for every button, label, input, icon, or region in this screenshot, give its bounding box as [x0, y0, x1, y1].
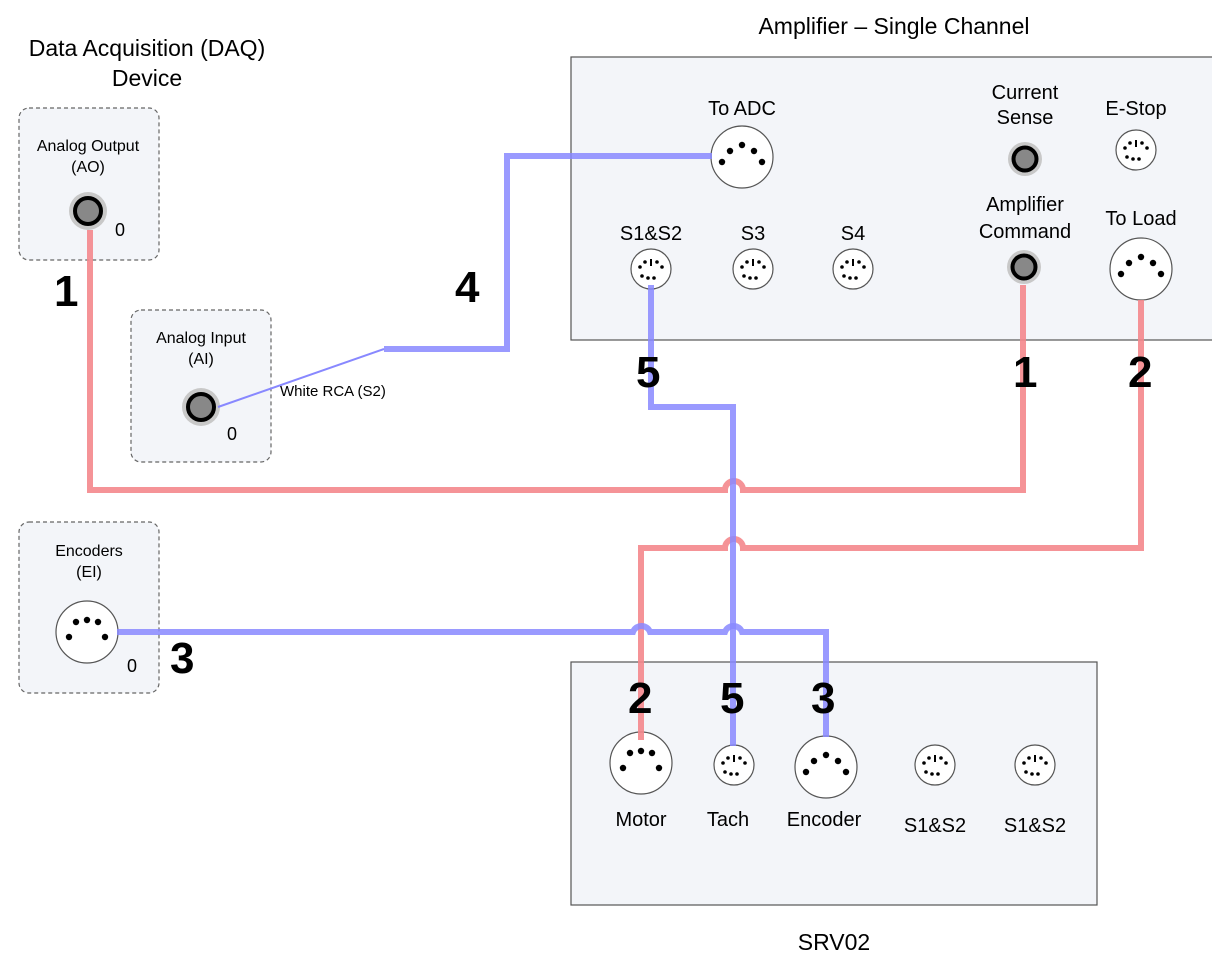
cable-number-5-srv: 5 — [720, 674, 744, 723]
cable-number-4: 4 — [455, 263, 480, 312]
to-adc-label: To ADC — [708, 98, 776, 120]
tach-label: Tach — [707, 809, 749, 831]
to-adc-connector[interactable] — [710, 125, 774, 189]
to-load-label: To Load — [1105, 208, 1176, 230]
encoders-label-line2: (EI) — [76, 564, 102, 581]
white-rca-cable[interactable] — [217, 348, 385, 408]
daq-title-line2: Device — [112, 65, 182, 91]
srv02-s1s2-connector-a[interactable] — [914, 744, 956, 786]
cable-number-1-left: 1 — [54, 267, 78, 316]
analog-input-label-line2: (AI) — [188, 351, 214, 368]
srv02-s1s2-connector-b[interactable] — [1014, 744, 1056, 786]
tach-connector[interactable] — [713, 744, 755, 786]
analog-input-box: Analog Input (AI) 0 — [130, 309, 272, 463]
analog-input-channel: 0 — [227, 424, 237, 444]
srv02-s1s2-label-b: S1&S2 — [1004, 815, 1066, 837]
amp-s3-connector[interactable] — [732, 248, 774, 290]
amp-command-label-line2: Command — [979, 221, 1071, 243]
cable-number-2-amp: 2 — [1128, 348, 1152, 397]
current-sense-label-line2: Sense — [997, 107, 1054, 129]
amp-command-jack[interactable] — [1005, 248, 1043, 286]
motor-connector[interactable] — [609, 731, 673, 795]
amp-s4-connector[interactable] — [832, 248, 874, 290]
estop-connector[interactable] — [1115, 129, 1157, 171]
amp-s4-label: S4 — [841, 223, 865, 245]
cable-number-3-daq: 3 — [170, 634, 194, 683]
amp-s1s2-connector[interactable] — [630, 248, 672, 290]
amp-s1s2-label: S1&S2 — [620, 223, 682, 245]
to-load-connector[interactable] — [1109, 237, 1173, 301]
current-sense-label-line1: Current — [992, 82, 1059, 104]
encoders-label-line1: Encoders — [55, 543, 123, 560]
amp-s3-label: S3 — [741, 223, 765, 245]
cable-3[interactable] — [117, 623, 829, 737]
encoder-label: Encoder — [787, 809, 862, 831]
white-rca-cable-label: White RCA (S2) — [280, 383, 386, 400]
srv02-title: SRV02 — [798, 929, 870, 955]
amplifier-title: Amplifier – Single Channel — [758, 13, 1029, 39]
current-sense-jack[interactable] — [1006, 140, 1044, 178]
analog-output-box: Analog Output (AO) 0 — [18, 107, 160, 261]
analog-output-rca-jack[interactable] — [67, 190, 109, 232]
motor-label: Motor — [615, 809, 666, 831]
analog-input-rca-jack[interactable] — [180, 386, 222, 428]
analog-output-label-line1: Analog Output — [37, 138, 140, 155]
analog-input-label-line1: Analog Input — [156, 330, 246, 347]
cable-number-3-srv: 3 — [811, 674, 835, 723]
cable-number-2-srv: 2 — [628, 674, 652, 723]
estop-label: E-Stop — [1105, 98, 1166, 120]
cable-5[interactable] — [648, 285, 736, 746]
encoders-channel: 0 — [127, 656, 137, 676]
cable-number-1-right: 1 — [1013, 348, 1037, 397]
amp-command-label-line1: Amplifier — [986, 194, 1064, 216]
analog-output-label-line2: (AO) — [71, 159, 105, 176]
cable-number-5-amp: 5 — [636, 348, 660, 397]
encoder-connector[interactable] — [794, 735, 858, 799]
cable-4[interactable] — [384, 153, 712, 352]
amplifier-panel — [570, 56, 1212, 341]
encoders-box: Encoders (EI) 0 — [18, 521, 160, 694]
analog-output-channel: 0 — [115, 220, 125, 240]
daq-title-line1: Data Acquisition (DAQ) — [29, 35, 265, 61]
srv02-s1s2-label-a: S1&S2 — [904, 815, 966, 837]
encoder-input-connector[interactable] — [55, 600, 119, 664]
